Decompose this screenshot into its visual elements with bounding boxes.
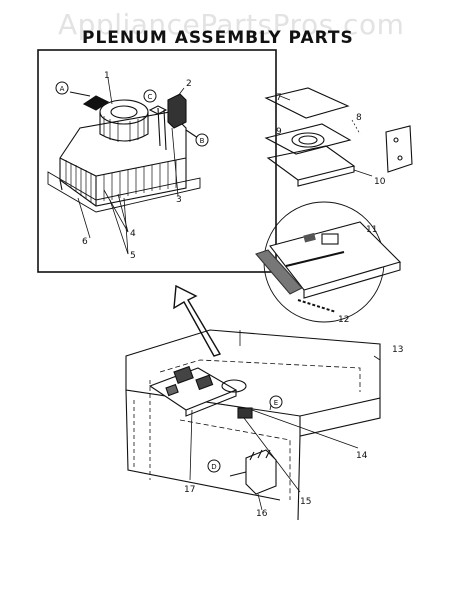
callout-6: 6 — [82, 237, 88, 247]
screw-a-line — [69, 91, 91, 97]
callout-5: 5 — [130, 251, 136, 261]
relay-switch — [221, 379, 359, 493]
screw-b-line — [185, 129, 199, 139]
letter-e: E — [274, 399, 278, 407]
blower-housing — [47, 111, 201, 213]
blower-inset-frame — [37, 49, 277, 273]
letter-b: B — [200, 137, 205, 145]
callout-circle-a — [55, 81, 69, 95]
callout-7: 7 — [276, 93, 282, 103]
callout-circle-c — [143, 89, 157, 103]
control-panel-detail — [255, 201, 402, 323]
control-board — [148, 365, 238, 417]
letter-d: D — [211, 463, 216, 471]
callout-4: 4 — [130, 229, 136, 239]
inset-leader-lines — [77, 77, 185, 255]
callout-circle-b — [195, 133, 209, 147]
diagram-title: PLENUM ASSEMBLY PARTS — [82, 28, 354, 48]
callout-2: 2 — [186, 79, 192, 89]
callout-circle-d — [207, 459, 221, 473]
inset-direction-arrow — [173, 284, 222, 357]
callout-8: 8 — [356, 113, 362, 123]
cover-plate-assembly — [264, 87, 413, 187]
callout-17: 17 — [184, 485, 195, 495]
letter-c: C — [148, 93, 153, 101]
callout-9: 9 — [276, 127, 282, 137]
motor-capacitor — [148, 93, 187, 151]
transformer — [229, 449, 277, 511]
callout-10: 10 — [374, 177, 386, 187]
callout-15: 15 — [300, 497, 311, 507]
callout-circle-e — [269, 395, 283, 409]
letter-a: A — [60, 85, 65, 93]
callout-16: 16 — [256, 509, 268, 519]
callout-1: 1 — [104, 71, 110, 81]
plenum-base — [125, 329, 381, 521]
callout-11: 11 — [366, 225, 377, 235]
callout-13: 13 — [392, 345, 403, 355]
callout-3: 3 — [176, 195, 182, 205]
watermark-text: AppliancePartsPros.com — [58, 8, 405, 41]
blower-motor — [82, 95, 149, 142]
callout-12: 12 — [338, 315, 349, 325]
callout-14: 14 — [356, 451, 368, 461]
